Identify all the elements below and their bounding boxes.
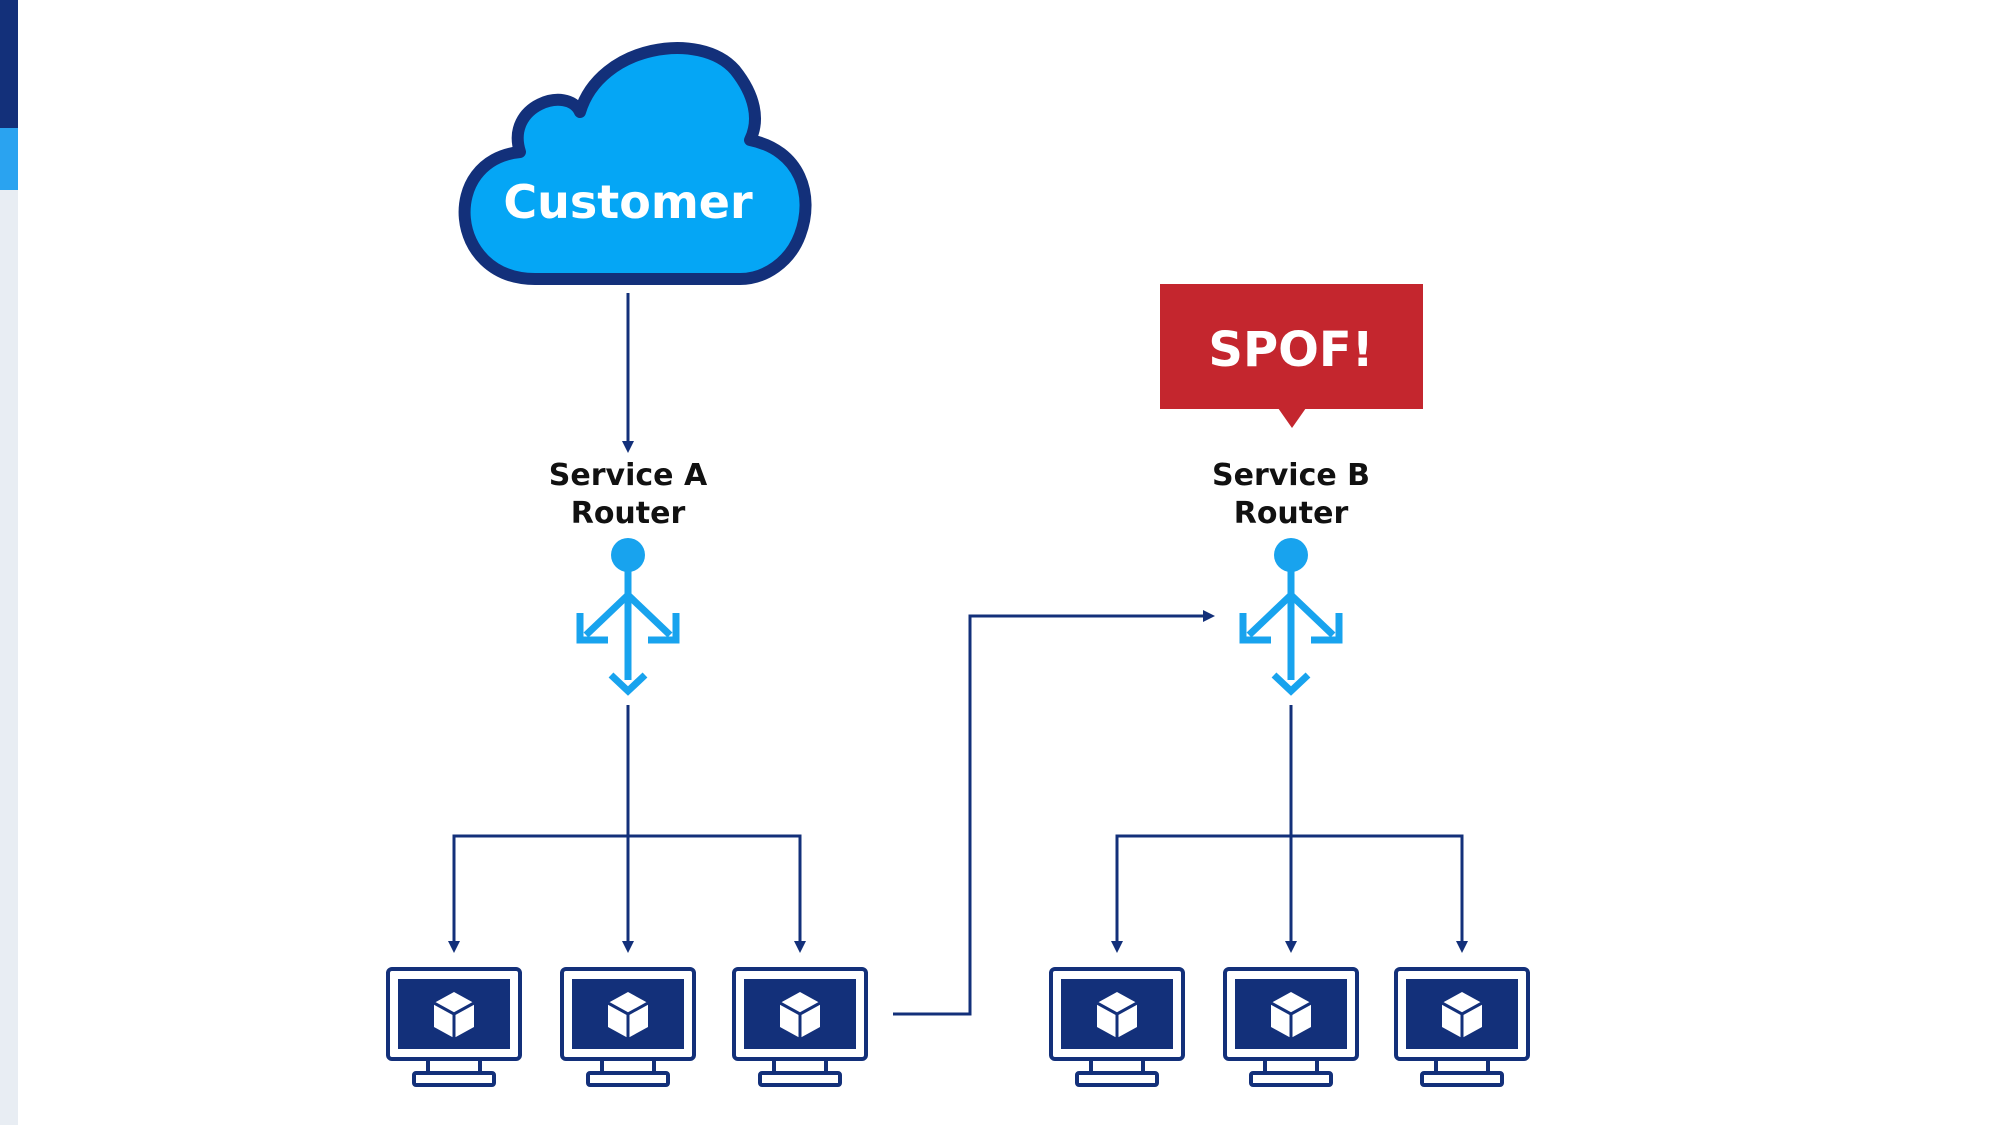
- service-b-label-line1: Service B: [1212, 458, 1370, 493]
- service-a-router-icon: [580, 538, 676, 691]
- spof-callout: SPOF!: [1160, 284, 1423, 428]
- sidebar-strip: [0, 0, 18, 1125]
- sidebar-accent-dark: [0, 0, 18, 128]
- service-b-label-line2: Router: [1234, 496, 1349, 531]
- customer-cloud-icon: Customer: [458, 42, 812, 285]
- service-a-label-line2: Router: [571, 496, 686, 531]
- customer-label: Customer: [503, 175, 753, 229]
- service-a-monitor-icon-1: [386, 967, 522, 1087]
- spof-label: SPOF!: [1208, 322, 1373, 378]
- service-b-router-icon: [1243, 538, 1339, 691]
- service-a-label-line1: Service A: [549, 458, 708, 493]
- service-b-monitor-icon-2: [1223, 967, 1359, 1087]
- connector-service-a-to-service-b: [893, 610, 1215, 1016]
- service-a-monitor-icon-2: [560, 967, 696, 1087]
- service-b-monitor-icon-1: [1049, 967, 1185, 1087]
- sidebar-accent-light: [0, 128, 18, 190]
- service-a-monitor-icon-3: [732, 967, 868, 1087]
- service-a-connectors: [448, 705, 806, 953]
- service-b-connectors: [1111, 705, 1468, 953]
- service-b-monitor-icon-3: [1394, 967, 1530, 1087]
